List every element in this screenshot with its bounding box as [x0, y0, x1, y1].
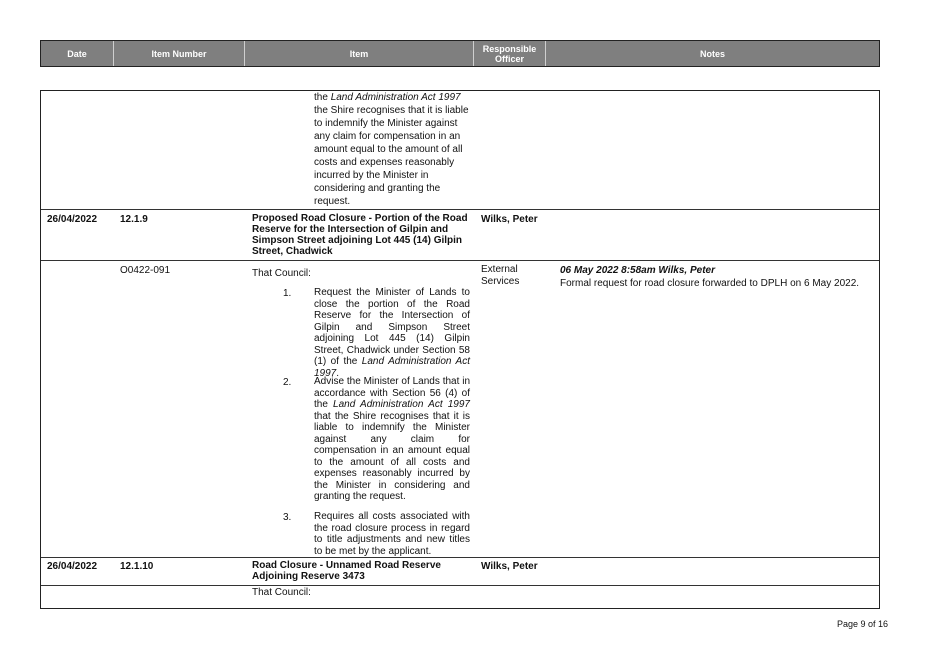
point-text: Request the Minister of Lands to close t… [314, 287, 470, 379]
point-number: 3. [283, 512, 292, 523]
row-divider [41, 209, 879, 210]
item-number: 12.1.9 [120, 214, 148, 225]
row-divider [41, 585, 879, 586]
col-date: Date [41, 41, 114, 66]
item-officer: Wilks, Peter [481, 214, 538, 225]
action-officer: External Services [481, 264, 520, 287]
point-text: Advise the Minister of Lands that in acc… [314, 376, 470, 502]
point-number: 2. [283, 377, 292, 388]
point-text: Requires all costs associated with the r… [314, 511, 470, 557]
item-number: 12.1.10 [120, 561, 154, 572]
note-text: Formal request for road closure forwarde… [560, 278, 860, 289]
item-title: Proposed Road Closure - Portion of the R… [252, 213, 468, 257]
row-divider [41, 557, 879, 558]
item-title: Road Closure - Unnamed Road Reserve Adjo… [252, 560, 441, 582]
col-item: Item [245, 41, 474, 66]
page-number: Page 9 of 16 [836, 619, 888, 629]
action-intro: That Council: [252, 268, 311, 279]
action-reference: O0422-091 [120, 265, 171, 276]
col-item-number: Item Number [114, 41, 245, 66]
continued-text: the Land Administration Act 1997 the Shi… [314, 92, 469, 207]
point-number: 1. [283, 288, 292, 299]
action-intro: That Council: [252, 587, 311, 598]
table-header: Date Item Number Item Responsible Office… [40, 40, 880, 67]
item-date: 26/04/2022 [47, 561, 98, 572]
row-divider [41, 260, 879, 261]
minutes-table: the Land Administration Act 1997 the Shi… [40, 90, 880, 609]
note-heading: 06 May 2022 8:58am Wilks, Peter [560, 265, 716, 276]
item-date: 26/04/2022 [47, 214, 98, 225]
item-officer: Wilks, Peter [481, 561, 538, 572]
col-responsible-officer: Responsible Officer [474, 41, 546, 66]
col-notes: Notes [699, 48, 725, 59]
